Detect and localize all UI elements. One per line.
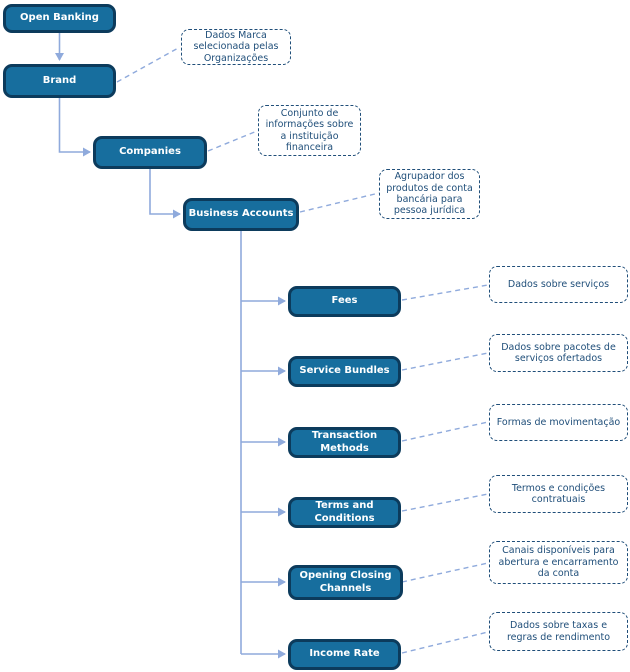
link-fees-note bbox=[401, 284, 489, 301]
node-transaction-methods: Transaction Methods bbox=[288, 427, 401, 458]
annotation-business-accounts: Agrupador dos produtos de conta bancária… bbox=[379, 169, 480, 219]
connector-brand-companies bbox=[58, 98, 91, 157]
node-terms-and-conditions: Terms and Conditions bbox=[288, 497, 401, 528]
annotation-income-rate: Dados sobre taxas e regras de rendimento bbox=[489, 612, 628, 651]
node-income-rate: Income Rate bbox=[288, 639, 401, 670]
annotation-opening-closing-channels: Canais disponíveis para abertura e encar… bbox=[489, 541, 628, 584]
link-transaction-methods-note bbox=[401, 421, 489, 442]
annotation-companies: Conjunto de informações sobre a institui… bbox=[258, 105, 361, 156]
node-business-accounts: Business Accounts bbox=[183, 198, 299, 231]
annotation-transaction-methods: Formas de movimentação bbox=[489, 404, 628, 441]
node-open-banking: Open Banking bbox=[3, 4, 116, 33]
node-fees: Fees bbox=[288, 286, 401, 317]
link-business-accounts-note bbox=[299, 192, 380, 213]
node-service-bundles: Service Bundles bbox=[288, 356, 401, 387]
link-income-rate-note bbox=[401, 631, 489, 654]
link-brand-note bbox=[116, 46, 181, 83]
annotation-fees: Dados sobre serviços bbox=[489, 266, 628, 303]
node-companies: Companies bbox=[93, 136, 207, 169]
annotation-brand: Dados Marca selecionada pelas Organizaçõ… bbox=[181, 29, 291, 65]
link-terms-and-conditions-note bbox=[401, 493, 489, 512]
annotation-terms-and-conditions: Termos e condições contratuais bbox=[489, 475, 628, 513]
link-opening-closing-note bbox=[401, 562, 489, 583]
link-service-bundles-note bbox=[401, 352, 489, 371]
node-brand: Brand bbox=[3, 64, 116, 98]
link-companies-note bbox=[207, 130, 258, 152]
connector-companies-businessaccounts bbox=[149, 169, 181, 219]
annotation-service-bundles: Dados sobre pacotes de serviços ofertado… bbox=[489, 334, 628, 372]
node-opening-closing-channels: Opening Closing Channels bbox=[288, 565, 403, 600]
